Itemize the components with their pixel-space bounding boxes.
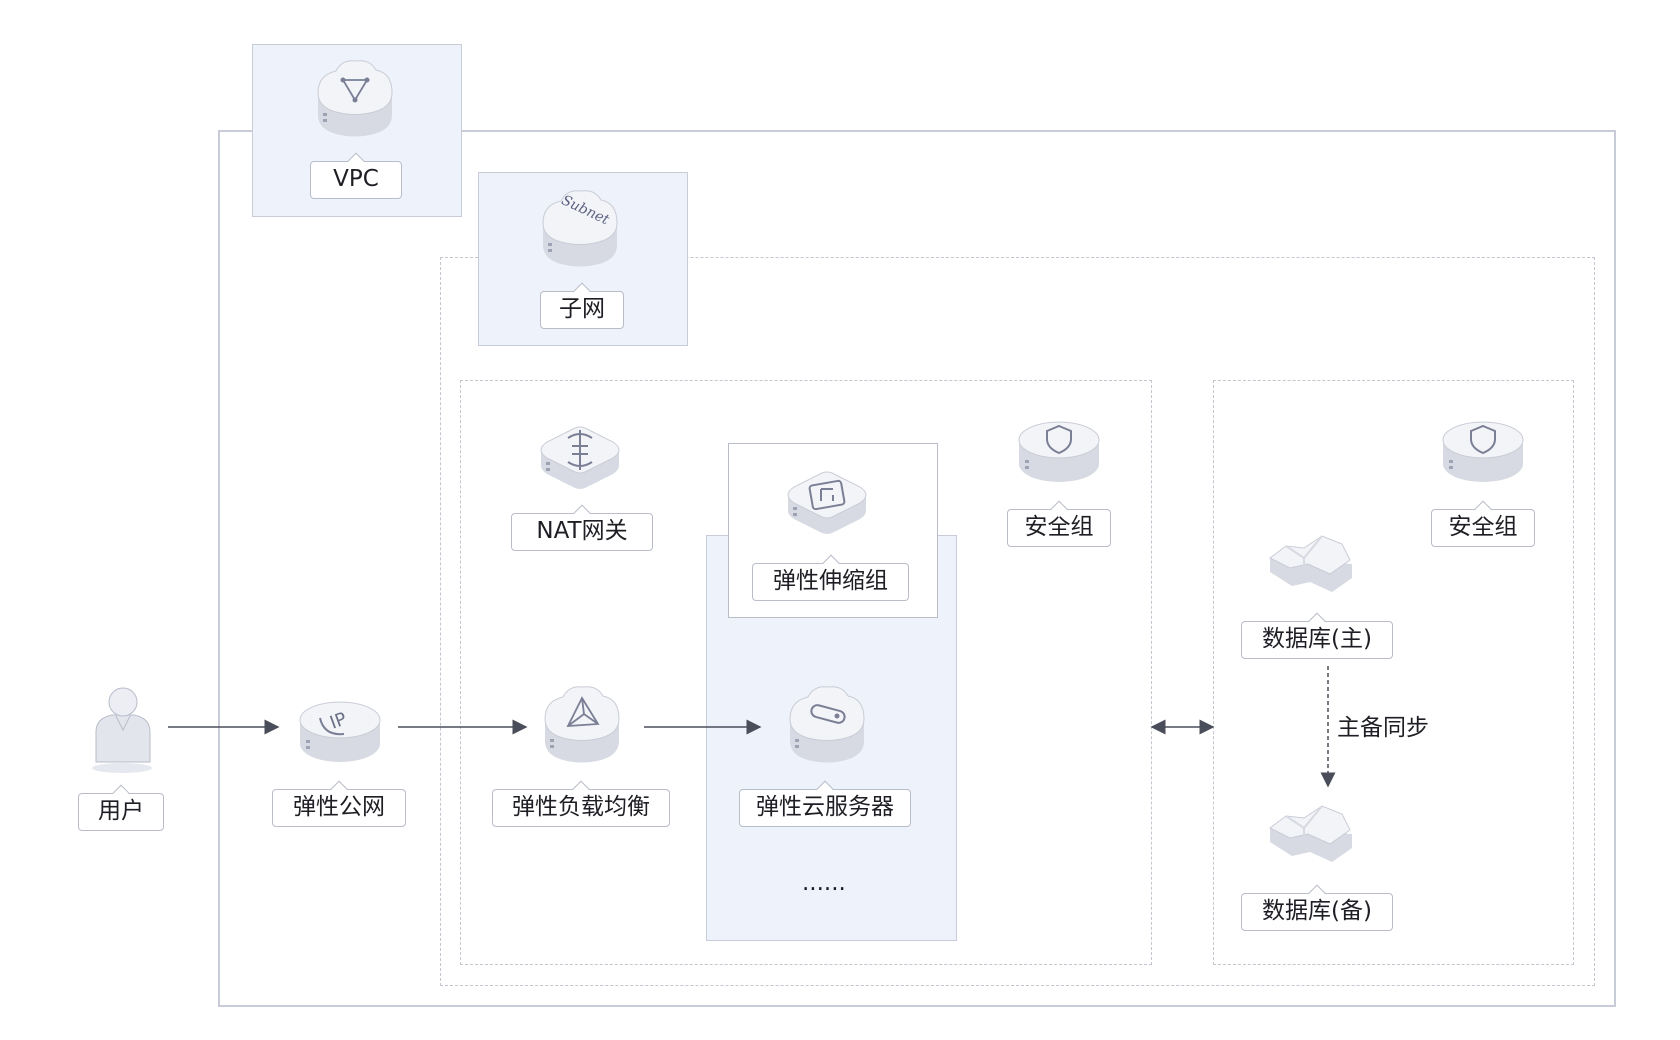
user-label: 用户 (78, 793, 164, 831)
security-group-icon (1018, 421, 1100, 482)
auto-scaling-label: 弹性伸缩组 (752, 563, 909, 601)
elastic-ip-icon: IP (299, 701, 381, 762)
subnet-label: 子网 (540, 291, 624, 329)
vpc-label: VPC (310, 161, 402, 199)
security-group-label: 安全组 (1007, 509, 1111, 547)
load-balancer-icon (544, 686, 620, 763)
security-group-db-icon (1442, 421, 1524, 482)
auto-scaling-icon (787, 471, 867, 534)
more-servers-ellipsis: ...... (802, 870, 846, 896)
subnet-icon: Subnet (542, 190, 618, 267)
db-zone-boundary (1213, 380, 1574, 965)
nat-gateway-icon (540, 426, 620, 489)
svg-text:IP: IP (327, 708, 350, 733)
database-master-label: 数据库(主) (1241, 621, 1393, 659)
load-balancer-label: 弹性负载均衡 (492, 789, 670, 827)
app-zone-boundary (460, 380, 1152, 965)
cloud-server-label: 弹性云服务器 (739, 789, 911, 827)
cloud-server-icon (789, 686, 865, 763)
security-group-db-label: 安全组 (1431, 509, 1535, 547)
nat-gateway-label: NAT网关 (511, 513, 653, 551)
master-standby-sync-label: 主备同步 (1337, 715, 1429, 741)
vpc-boundary (218, 130, 1616, 1007)
database-standby-label: 数据库(备) (1241, 893, 1393, 931)
vpc-icon (317, 60, 393, 137)
subnet-boundary (440, 257, 1595, 986)
database-icon (1269, 535, 1352, 592)
user-icon (92, 687, 152, 773)
elastic-ip-label: 弹性公网 (272, 789, 406, 827)
database-standby-icon (1269, 805, 1352, 862)
